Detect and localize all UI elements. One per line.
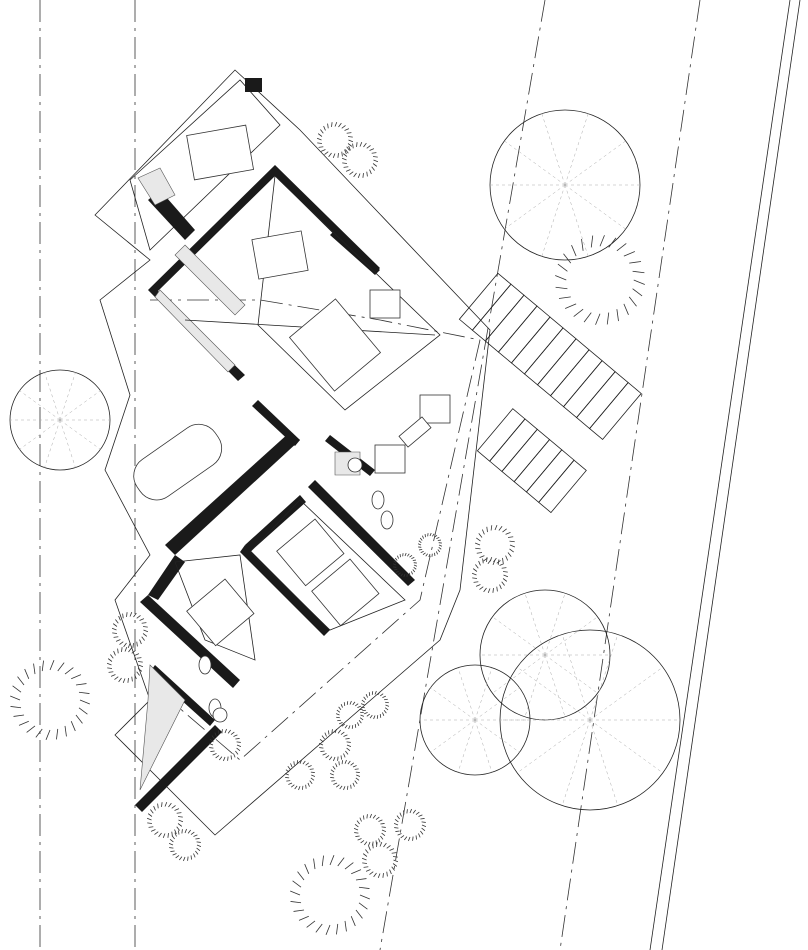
- tree-icon: [489, 109, 641, 261]
- stair-step: [458, 272, 512, 331]
- stair-step: [589, 382, 642, 441]
- shrub-icon: [555, 235, 645, 325]
- tree-icon: [9, 369, 111, 471]
- shrub-icon: [208, 728, 242, 762]
- shrubs: [10, 121, 645, 935]
- bathroom-fixtures: [198, 457, 394, 723]
- shrub-icon: [290, 855, 370, 935]
- dining-table-outdoor: [186, 124, 255, 181]
- shrub-icon: [10, 660, 90, 740]
- stair-step: [476, 408, 526, 462]
- stair-step: [536, 338, 590, 397]
- tree-icon: [499, 629, 681, 811]
- shrub-icon: [393, 808, 427, 842]
- stair-step: [525, 449, 575, 503]
- property-lines: [39, 0, 701, 950]
- tree-icon: [479, 589, 611, 721]
- stair-step: [523, 327, 577, 386]
- house-walls: [135, 78, 415, 812]
- shrub-icon: [353, 813, 387, 847]
- trees: [9, 109, 681, 811]
- beds: [186, 518, 380, 647]
- shrub-icon: [392, 552, 418, 578]
- stair-step: [538, 459, 587, 514]
- shrub-icon: [417, 532, 443, 558]
- terrace-outline: [94, 69, 491, 836]
- stair-step: [484, 294, 538, 353]
- stair-step: [562, 360, 616, 419]
- shrub-icon: [111, 611, 149, 649]
- deck-stairs: [458, 272, 642, 514]
- car: [133, 423, 223, 501]
- shrub-icon: [329, 759, 361, 791]
- stair-step: [489, 418, 538, 472]
- stair-step: [549, 349, 603, 408]
- stair-step: [497, 305, 551, 364]
- shrub-icon: [106, 646, 144, 684]
- shrub-icon: [471, 556, 509, 594]
- sofa: [288, 298, 382, 392]
- stair-step: [513, 438, 563, 493]
- shrub-icon: [316, 121, 354, 159]
- shrub-icon: [318, 728, 352, 762]
- stair-step: [471, 283, 525, 342]
- shrub-icon: [361, 841, 399, 879]
- shrub-icon: [146, 801, 184, 839]
- shrub-icon: [284, 759, 316, 791]
- stair-step: [510, 316, 564, 375]
- shrub-icon: [335, 700, 365, 730]
- shrub-icon: [168, 828, 202, 862]
- shrub-icon: [360, 690, 390, 720]
- armchairs: [369, 289, 451, 474]
- road-edge: [649, 0, 801, 950]
- shrub-icon: [474, 524, 516, 566]
- stair-step: [501, 428, 551, 483]
- tree-icon: [419, 664, 531, 776]
- shrub-icon: [341, 141, 379, 179]
- stair-step: [576, 371, 629, 430]
- dining-table-indoor: [251, 230, 309, 280]
